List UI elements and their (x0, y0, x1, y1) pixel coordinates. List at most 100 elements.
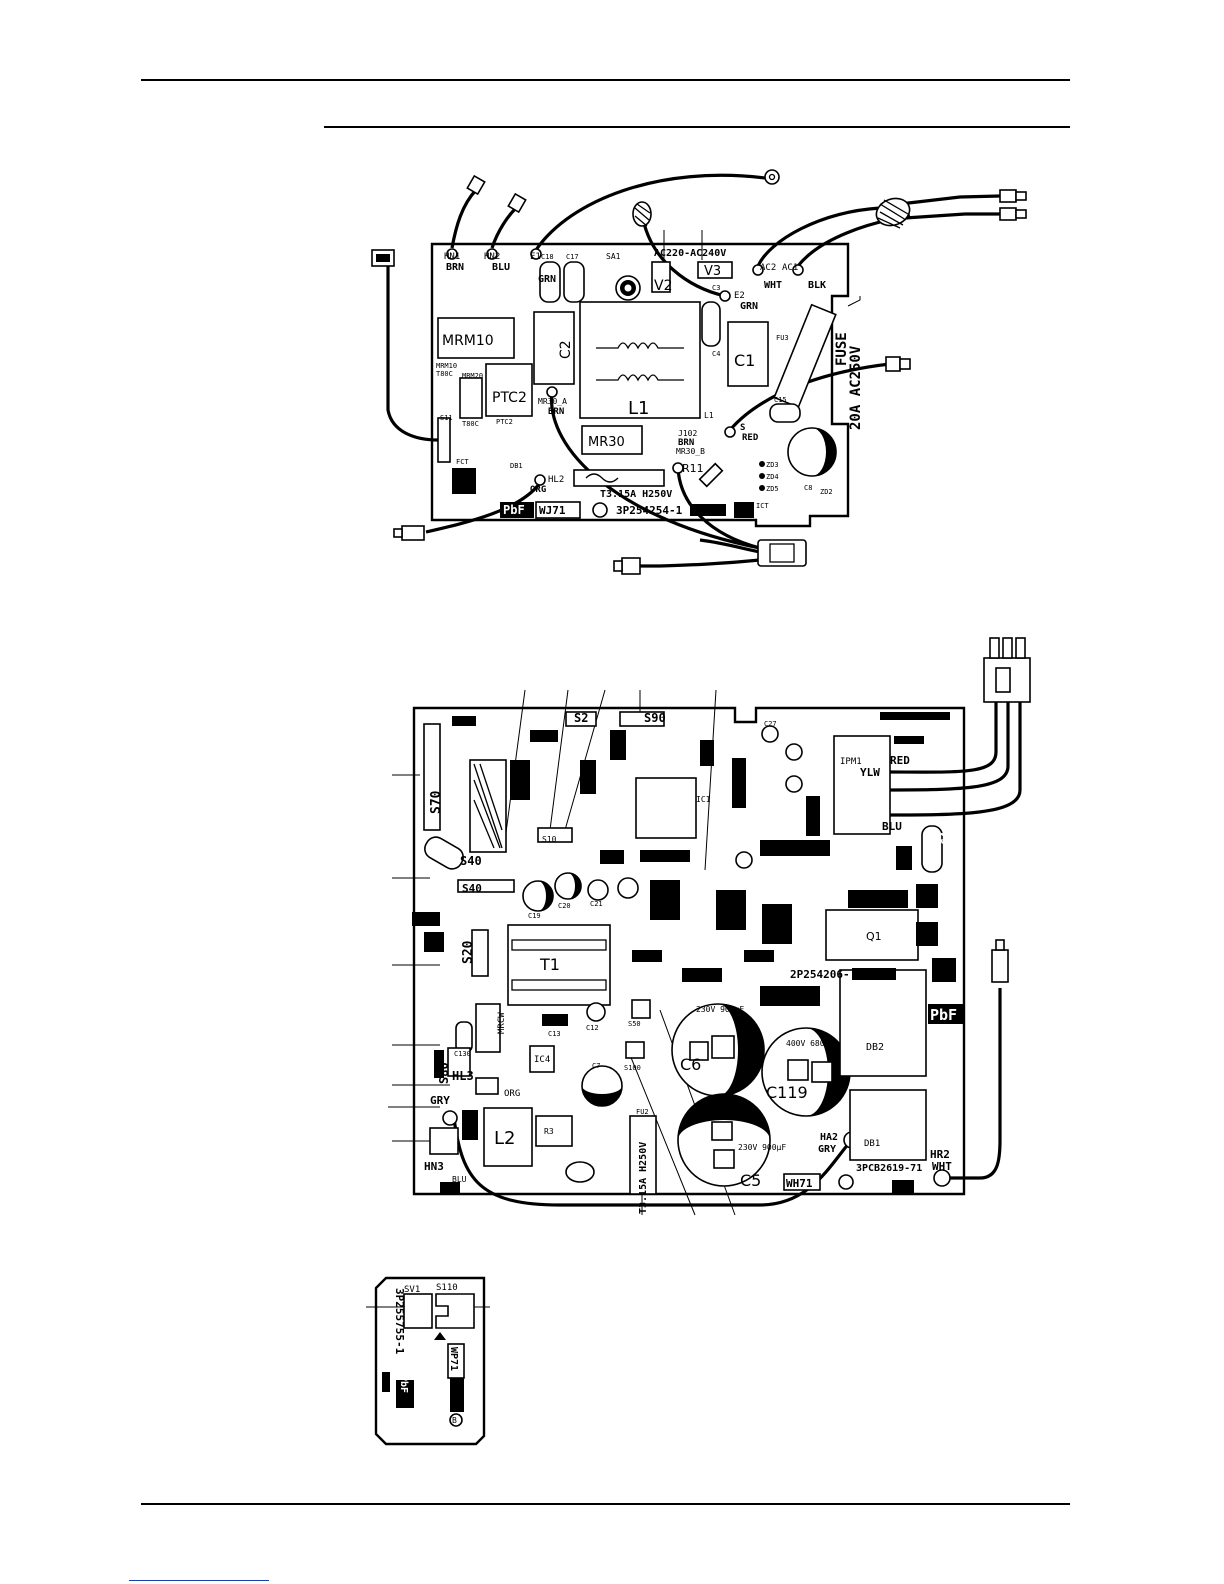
e1-ring-terminal[interactable] (764, 169, 780, 185)
label-hr2-color: WHT (932, 1160, 952, 1173)
r10-resistor (698, 462, 724, 488)
hn1-pad[interactable] (446, 248, 458, 260)
hn1-terminal[interactable] (466, 174, 486, 196)
power-wire-2 (871, 700, 1010, 792)
label-control-part: 2P254206- (790, 968, 850, 981)
c8-band (812, 428, 836, 476)
label-mr30-a: MR30_A (538, 397, 567, 406)
label-c20: C20 (558, 902, 571, 910)
filter-pcb: HN1 BRN HN2 BLU E1 GRN C18 C17 SA1 AC220… (371, 169, 1027, 575)
control-pcb: C85 (388, 637, 1031, 1216)
label-s2: S2 (574, 711, 588, 725)
power-connector[interactable] (983, 637, 1031, 703)
relay-connector[interactable] (757, 539, 807, 567)
c13-chip (542, 1014, 568, 1026)
ac-plug-a[interactable] (999, 189, 1027, 203)
label-c5-rating: 230V 900µF (738, 1143, 786, 1152)
lower-plug[interactable] (613, 557, 641, 575)
label-c130: C130 (454, 1050, 471, 1058)
ac2-wire (756, 206, 881, 267)
filter-code-box (535, 501, 581, 519)
label-c18: C18 (541, 253, 554, 261)
label-hn1: HN1 (444, 252, 460, 262)
l1-coil-bottom (596, 374, 684, 382)
hl2-plug[interactable] (393, 525, 425, 541)
label-ac1: AC1 (782, 263, 798, 273)
mr30a-pad[interactable] (546, 386, 558, 398)
s11-connector[interactable] (371, 249, 395, 267)
ac2-pad[interactable] (752, 264, 764, 276)
sv1-switch[interactable] (403, 1293, 433, 1329)
q1-transistor (825, 909, 919, 961)
label-ptc2-small: PTC2 (496, 418, 513, 426)
label-hn2: HN2 (484, 252, 500, 262)
s-red-plug[interactable] (885, 356, 911, 372)
label-hl2-color: ORG (530, 485, 546, 495)
hn2-terminal[interactable] (507, 192, 527, 214)
c-cap-5 (735, 851, 753, 869)
v2-varistor (651, 261, 671, 293)
label-sv1: SV1 (404, 1285, 420, 1295)
label-s70: S70 (429, 790, 444, 814)
r3-resistor (535, 1115, 573, 1147)
hr2-pad[interactable] (933, 1169, 951, 1187)
label-j102: J102 (678, 429, 697, 438)
label-c119-rating: 400V 680µF (786, 1039, 834, 1048)
hn3-ha2-wire (452, 1117, 852, 1207)
label-l2: L2 (494, 1128, 515, 1149)
r11-pad[interactable] (672, 462, 684, 474)
label-fu1: T3.15A H250V (600, 489, 672, 500)
hn2-pad[interactable] (486, 248, 498, 260)
hn3-pad[interactable] (442, 1110, 458, 1126)
top-rule (141, 79, 1070, 81)
c1-capacitor (727, 321, 769, 387)
label-zd3: ZD3 (766, 461, 779, 469)
control-code-box (783, 1173, 821, 1191)
label-red: RED (890, 754, 910, 767)
c4-capacitor (701, 301, 721, 347)
hr2-wire (944, 988, 1002, 1180)
label-r3: R3 (544, 1127, 554, 1136)
label-mrm20: MRM20 (462, 372, 483, 380)
label-s90: S90 (644, 711, 666, 725)
ac-plug-b[interactable] (999, 207, 1027, 221)
display-pbf-tag (396, 1380, 414, 1408)
db1-bridge (849, 1089, 927, 1161)
label-s40-b: S40 (462, 882, 482, 895)
c21-capacitor (587, 879, 609, 901)
label-s10: S10 (542, 835, 557, 844)
label-db1: DB1 (510, 462, 523, 470)
label-hn2-color: BLU (492, 262, 510, 273)
display-pcb: SV1 S110 3P255755-1 PbF WP71 B (366, 1276, 490, 1446)
label-fuse-rating: 20A AC250V (848, 345, 864, 430)
label-fct: FCT (456, 458, 469, 466)
hn3-box (429, 1127, 459, 1155)
footer-link-underline[interactable] (129, 1580, 269, 1581)
s-pad[interactable] (724, 426, 736, 438)
ac1-pad[interactable] (792, 264, 804, 276)
label-c44: C44 (939, 825, 952, 845)
fu2-fuse (629, 1115, 657, 1195)
label-db2: DB2 (866, 1042, 884, 1053)
label-c6: C6 (680, 1055, 701, 1074)
label-c3: C3 (712, 284, 720, 292)
ptc2-thermistor (485, 363, 533, 417)
zd4-diode (759, 473, 765, 479)
hr2-plug[interactable] (991, 939, 1009, 983)
label-ptc2: PTC2 (492, 390, 527, 406)
e1-pad[interactable] (530, 248, 542, 260)
hl2-pad[interactable] (534, 474, 546, 486)
control-z-mark (838, 1174, 854, 1190)
label-hl3: HL3 (452, 1069, 474, 1083)
s110-connector[interactable] (435, 1293, 475, 1329)
label-gry: GRY (430, 1094, 450, 1107)
e1-ground-wire (534, 173, 766, 251)
zd3-diode (759, 461, 765, 467)
hl3-terminal-box (475, 1077, 499, 1095)
label-display-rev: B (452, 1416, 457, 1425)
e2-pad[interactable] (719, 290, 731, 302)
label-ac-range: AC220-AC240V (654, 248, 726, 259)
label-t1: T1 (539, 955, 560, 974)
s90-connector (619, 711, 665, 727)
